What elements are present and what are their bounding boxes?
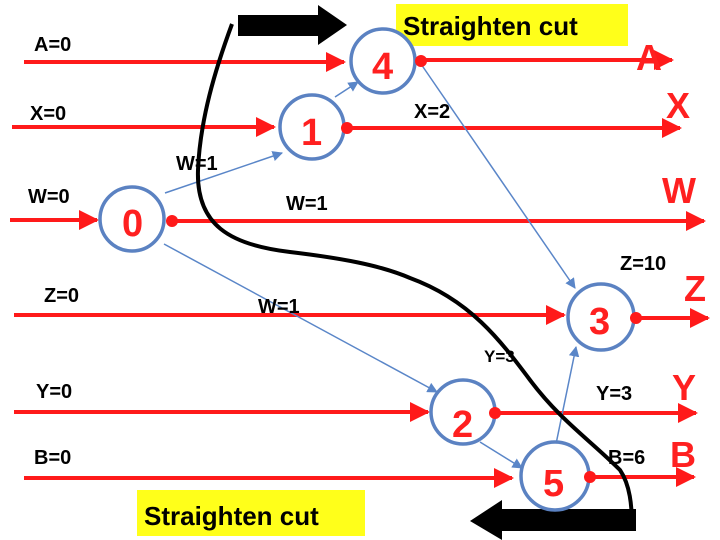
label-y-out: Y=3	[596, 383, 632, 405]
node-5: 5	[519, 440, 596, 512]
label-x-out: X=2	[414, 101, 450, 123]
label-w-in: W=0	[28, 186, 70, 208]
label-x-in: X=0	[30, 103, 66, 125]
label-b-in: B=0	[34, 447, 71, 469]
output-letter-w: W	[662, 170, 696, 211]
node-1-output-dot	[341, 122, 353, 134]
node-1: 1	[278, 93, 353, 161]
node-3-label: 3	[589, 301, 610, 343]
label-z-in: Z=0	[44, 285, 79, 307]
node-5-label: 5	[543, 463, 564, 505]
node-2-label: 2	[452, 404, 473, 446]
node-0-output-dot	[166, 215, 178, 227]
label-w-line: W=1	[286, 193, 328, 215]
output-letter-y: Y	[672, 367, 696, 408]
label-b-out: B=6	[608, 447, 645, 469]
output-letter-a: A	[636, 37, 662, 78]
node-0-label: 0	[122, 203, 143, 245]
output-letter-x: X	[666, 85, 690, 126]
banner-bottom-bg	[137, 490, 365, 536]
label-y-in: Y=0	[36, 381, 72, 403]
node-2-output-dot	[489, 407, 501, 419]
node-3: 3	[566, 282, 642, 352]
edge-0-1	[164, 151, 283, 194]
node-0-circle	[98, 185, 166, 253]
node-4-label: 4	[372, 46, 393, 88]
label-a-in: A=0	[34, 34, 71, 56]
edge-4-3	[420, 63, 576, 289]
banner-top-bg	[396, 4, 628, 46]
output-letter-b: B	[670, 434, 696, 475]
edge-0-2	[163, 243, 438, 393]
output-letter-z: Z	[684, 268, 706, 309]
node-4: 4	[349, 27, 427, 95]
edge-5-3	[555, 345, 580, 445]
cut-curve	[195, 23, 634, 529]
banner-bottom: Straighten cut	[144, 501, 319, 531]
edge-2-5	[479, 441, 523, 469]
node-4-output-dot	[415, 55, 427, 67]
node-0: 0	[98, 185, 178, 253]
node-5-output-dot	[584, 471, 596, 483]
edge-1-4	[334, 81, 359, 98]
banner-top: Straighten cut	[403, 11, 578, 41]
label-z-out: Z=10	[620, 253, 666, 275]
cut-arrow-right	[238, 5, 347, 45]
cut-arrow-left	[470, 500, 636, 540]
node-3-output-dot	[630, 312, 642, 324]
node-1-label: 1	[301, 112, 322, 154]
label-w-0-1: W=1	[176, 153, 218, 175]
label-y-cut: Y=3	[484, 347, 515, 366]
label-w-0-2: W=1	[258, 296, 300, 318]
node-2: 2	[429, 378, 501, 446]
